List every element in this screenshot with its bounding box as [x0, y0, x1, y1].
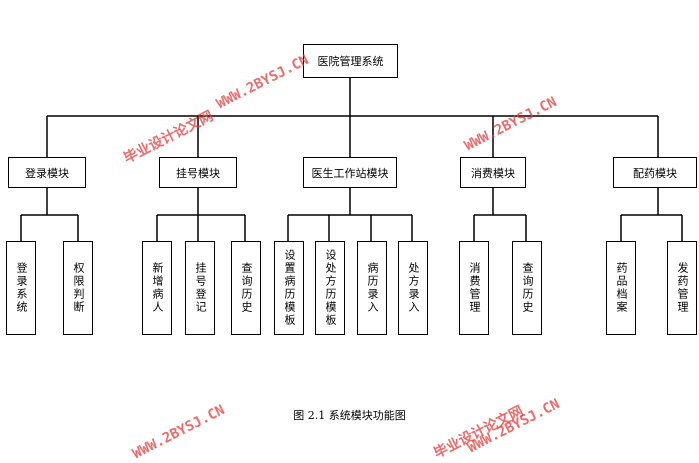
- leaf-prescription-entry: 处方录入: [398, 241, 428, 335]
- leaf-label: 消费管理: [468, 262, 481, 314]
- leaf-label: 发药管理: [676, 262, 689, 314]
- module-dispensing: 配药模块: [613, 157, 697, 188]
- root-node-label: 医院管理系统: [317, 55, 384, 68]
- leaf-label: 处方录入: [407, 262, 420, 314]
- module-label: 医生工作站模块: [311, 166, 389, 180]
- leaf-registration: 挂号登记: [185, 241, 215, 335]
- leaf-set-prescription-template: 设处方历模板: [315, 241, 345, 335]
- module-consumption: 消费模块: [460, 157, 526, 188]
- leaf-label: 设置病历模板: [283, 249, 296, 327]
- module-label: 挂号模块: [176, 166, 220, 180]
- leaf-label: 登录系统: [15, 262, 28, 314]
- leaf-dispensing-management: 发药管理: [667, 241, 697, 335]
- leaf-label: 病历录入: [366, 262, 379, 314]
- leaf-label: 挂号登记: [194, 262, 207, 314]
- leaf-label: 药品档案: [615, 262, 628, 314]
- module-registration: 挂号模块: [159, 157, 237, 188]
- connector-lines: [20, 78, 683, 241]
- leaf-drug-archive: 药品档案: [606, 241, 636, 335]
- module-label: 配药模块: [633, 166, 677, 180]
- leaf-new-patient: 新增病人: [142, 241, 172, 335]
- leaf-consumption-management: 消费管理: [459, 241, 489, 335]
- figure-caption: 图 2.1 系统模块功能图: [293, 409, 406, 422]
- leaf-label: 查询历史: [521, 262, 534, 314]
- module-label: 消费模块: [471, 166, 515, 180]
- leaf-set-record-template: 设置病历模板: [274, 241, 304, 335]
- root-node: 医院管理系统: [303, 44, 398, 78]
- leaf-record-entry: 病历录入: [357, 241, 387, 335]
- leaf-query-history: 查询历史: [231, 241, 261, 335]
- leaf-label: 设处方历模板: [324, 249, 337, 327]
- module-label: 登录模块: [25, 166, 69, 180]
- leaf-label: 查询历史: [240, 262, 253, 314]
- leaf-login-system: 登录系统: [6, 241, 36, 335]
- leaf-label: 新增病人: [151, 262, 164, 314]
- leaf-consumption-history: 查询历史: [512, 241, 542, 335]
- leaf-label: 权限判断: [72, 262, 85, 314]
- module-diagram: [20, 78, 683, 241]
- leaf-permission-check: 权限判断: [63, 241, 93, 335]
- module-doctor-workstation: 医生工作站模块: [303, 157, 397, 188]
- module-login: 登录模块: [8, 157, 86, 188]
